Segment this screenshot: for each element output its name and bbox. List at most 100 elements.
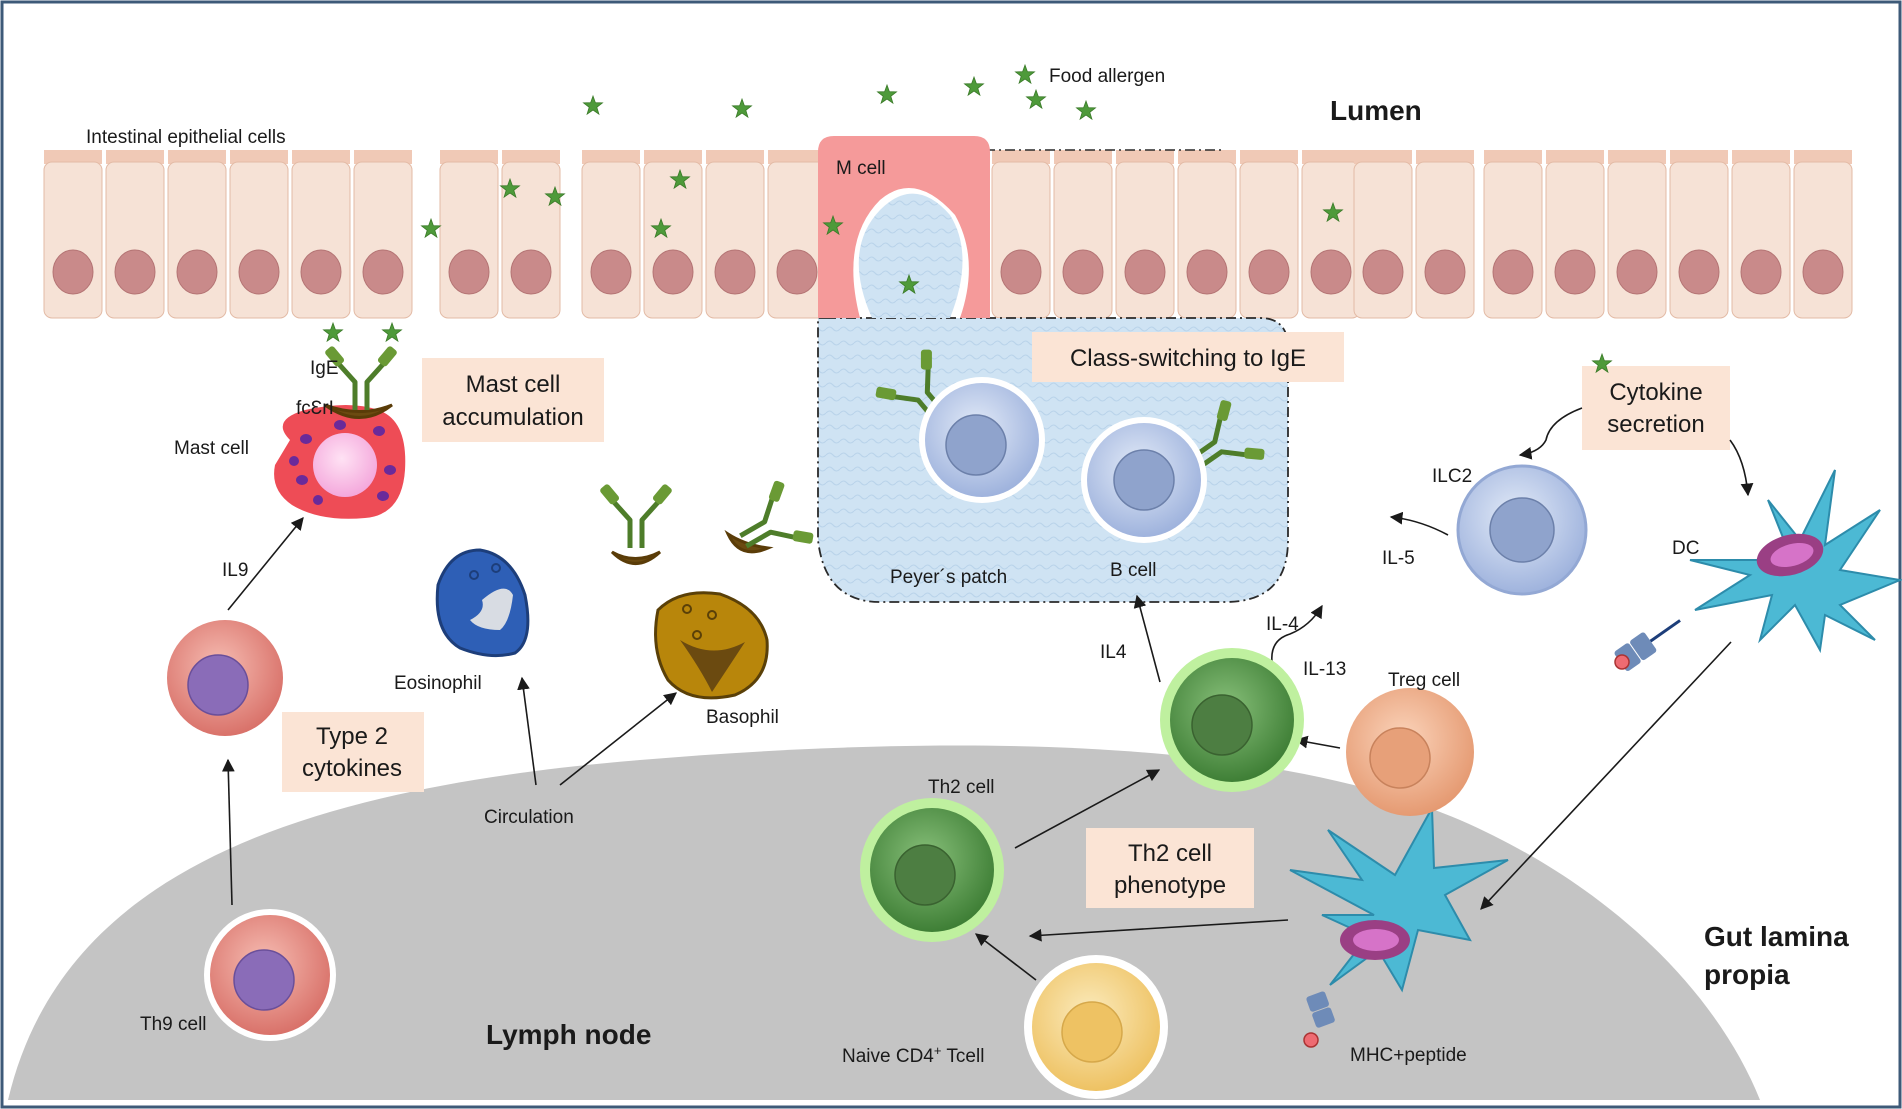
- food-allergen-label: Food allergen: [1049, 66, 1165, 87]
- ilc2-cell: [1456, 464, 1588, 596]
- microvilli: [106, 150, 164, 164]
- ilc2-label: ILC2: [1432, 466, 1472, 487]
- mhc-peptide-label: MHC+peptide: [1350, 1045, 1467, 1066]
- type2-cytokines-label-line2: cytokines: [302, 755, 402, 782]
- epithelial-nucleus: [1554, 249, 1596, 295]
- cytokine-secretion-label-line1: Cytokine: [1609, 379, 1702, 406]
- epithelial-nucleus: [1616, 249, 1658, 295]
- epithelial-cell: [767, 161, 827, 319]
- gut-lamina-propia-label-line1: Gut lamina: [1704, 921, 1849, 952]
- eosinophil: [435, 548, 530, 658]
- th2-cell-label: Th2 cell: [928, 777, 995, 798]
- epithelial-cell: [1731, 161, 1791, 319]
- gut-lamina-propia-label-line2: propia: [1704, 959, 1790, 990]
- epithelial-nucleus: [714, 249, 756, 295]
- microvilli: [582, 150, 640, 164]
- naive-cd4-t-cell-label: Naive CD4+ Tcell: [842, 1043, 984, 1067]
- ige-label: IgE: [310, 358, 339, 379]
- lumen-label: Lumen: [1330, 95, 1422, 126]
- th2-cell-lamina: [1160, 648, 1304, 792]
- microvilli: [502, 150, 560, 164]
- circulation-label: Circulation: [484, 807, 574, 828]
- epithelial-cell: [291, 161, 351, 319]
- peyers-patch-label: Peyer´s patch: [890, 567, 1007, 588]
- b-cell-right: [1081, 417, 1207, 543]
- epithelial-nucleus: [1678, 249, 1720, 295]
- epithelial-cell: [1607, 161, 1667, 319]
- microvilli: [440, 150, 498, 164]
- lymph-node-label: Lymph node: [486, 1019, 651, 1050]
- treg-cell-label: Treg cell: [1388, 670, 1460, 691]
- mast-cell: [274, 405, 406, 519]
- dc-label: DC: [1672, 538, 1699, 559]
- class-switching-box: [1032, 332, 1344, 382]
- epithelial-cell: [167, 161, 227, 319]
- cytokine-secretion-label-line2: secretion: [1607, 411, 1704, 438]
- microvilli: [992, 150, 1050, 164]
- b-cell-label: B cell: [1110, 560, 1156, 581]
- epithelial-cell: [643, 161, 703, 319]
- epithelial-cell: [229, 161, 289, 319]
- il4-left-label: IL4: [1100, 642, 1127, 663]
- epithelial-nucleus: [1186, 249, 1228, 295]
- epithelial-nucleus: [362, 249, 404, 295]
- microvilli: [1670, 150, 1728, 164]
- epithelial-nucleus: [1802, 249, 1844, 295]
- microvilli: [1240, 150, 1298, 164]
- il4-right-label: IL-4: [1266, 614, 1299, 635]
- epithelial-cell: [105, 161, 165, 319]
- epithelial-nucleus: [448, 249, 490, 295]
- epithelial-nucleus: [1362, 249, 1404, 295]
- microvilli: [44, 150, 102, 164]
- eosinophil-label: Eosinophil: [394, 673, 482, 694]
- epithelial-nucleus: [652, 249, 694, 295]
- basophil: [654, 591, 769, 700]
- th2-phenotype-box: [1086, 828, 1254, 908]
- il9-label: IL9: [222, 560, 248, 581]
- microvilli: [1546, 150, 1604, 164]
- epithelial-nucleus: [114, 249, 156, 295]
- m-cell: [818, 136, 990, 318]
- type2-cytokine-cell: [167, 620, 283, 736]
- microvilli: [768, 150, 826, 164]
- arrows: [221, 407, 1754, 981]
- epithelial-cell: [1353, 161, 1413, 319]
- microvilli: [292, 150, 350, 164]
- b-cell-left: [919, 377, 1045, 503]
- epithelial-cell: [1545, 161, 1605, 319]
- epithelial-cell: [1669, 161, 1729, 319]
- dendritic-cell-mhc: [1289, 804, 1509, 1048]
- th9-cell: [204, 909, 336, 1041]
- epithelial-cell: [1053, 161, 1113, 319]
- epithelial-cell: [1483, 161, 1543, 319]
- microvilli: [644, 150, 702, 164]
- epithelial-cell: [1177, 161, 1237, 319]
- fceri-receptor: [324, 403, 393, 419]
- m-cell-label: M cell: [836, 158, 886, 179]
- th2-cell-lymph-node: [860, 798, 1004, 942]
- epithelial-cell: [705, 161, 765, 319]
- type2-cytokines-label-line1: Type 2: [316, 723, 388, 750]
- microvilli: [168, 150, 226, 164]
- epithelial-nucleus: [776, 249, 818, 295]
- mast-cell-accumulation-label-line1: Mast cell: [466, 371, 561, 398]
- intestinal-epithelium: [43, 150, 1853, 319]
- th2-phenotype-label-line2: phenotype: [1114, 872, 1226, 899]
- epithelial-nucleus: [1124, 249, 1166, 295]
- epithelial-nucleus: [52, 249, 94, 295]
- epithelial-cell: [1239, 161, 1299, 319]
- epithelial-nucleus: [176, 249, 218, 295]
- dendritic-cell: [1614, 469, 1902, 671]
- microvilli: [1178, 150, 1236, 164]
- epithelial-nucleus: [1492, 249, 1534, 295]
- microvilli: [1416, 150, 1474, 164]
- epithelial-nucleus: [1248, 249, 1290, 295]
- epithelial-nucleus: [1740, 249, 1782, 295]
- epithelial-nucleus: [1424, 249, 1466, 295]
- il13-label: IL-13: [1303, 659, 1346, 680]
- microvilli: [354, 150, 412, 164]
- microvilli: [1302, 150, 1360, 164]
- basophil-label: Basophil: [706, 707, 779, 728]
- free-ige-antibodies: [599, 476, 818, 573]
- epithelial-nucleus: [590, 249, 632, 295]
